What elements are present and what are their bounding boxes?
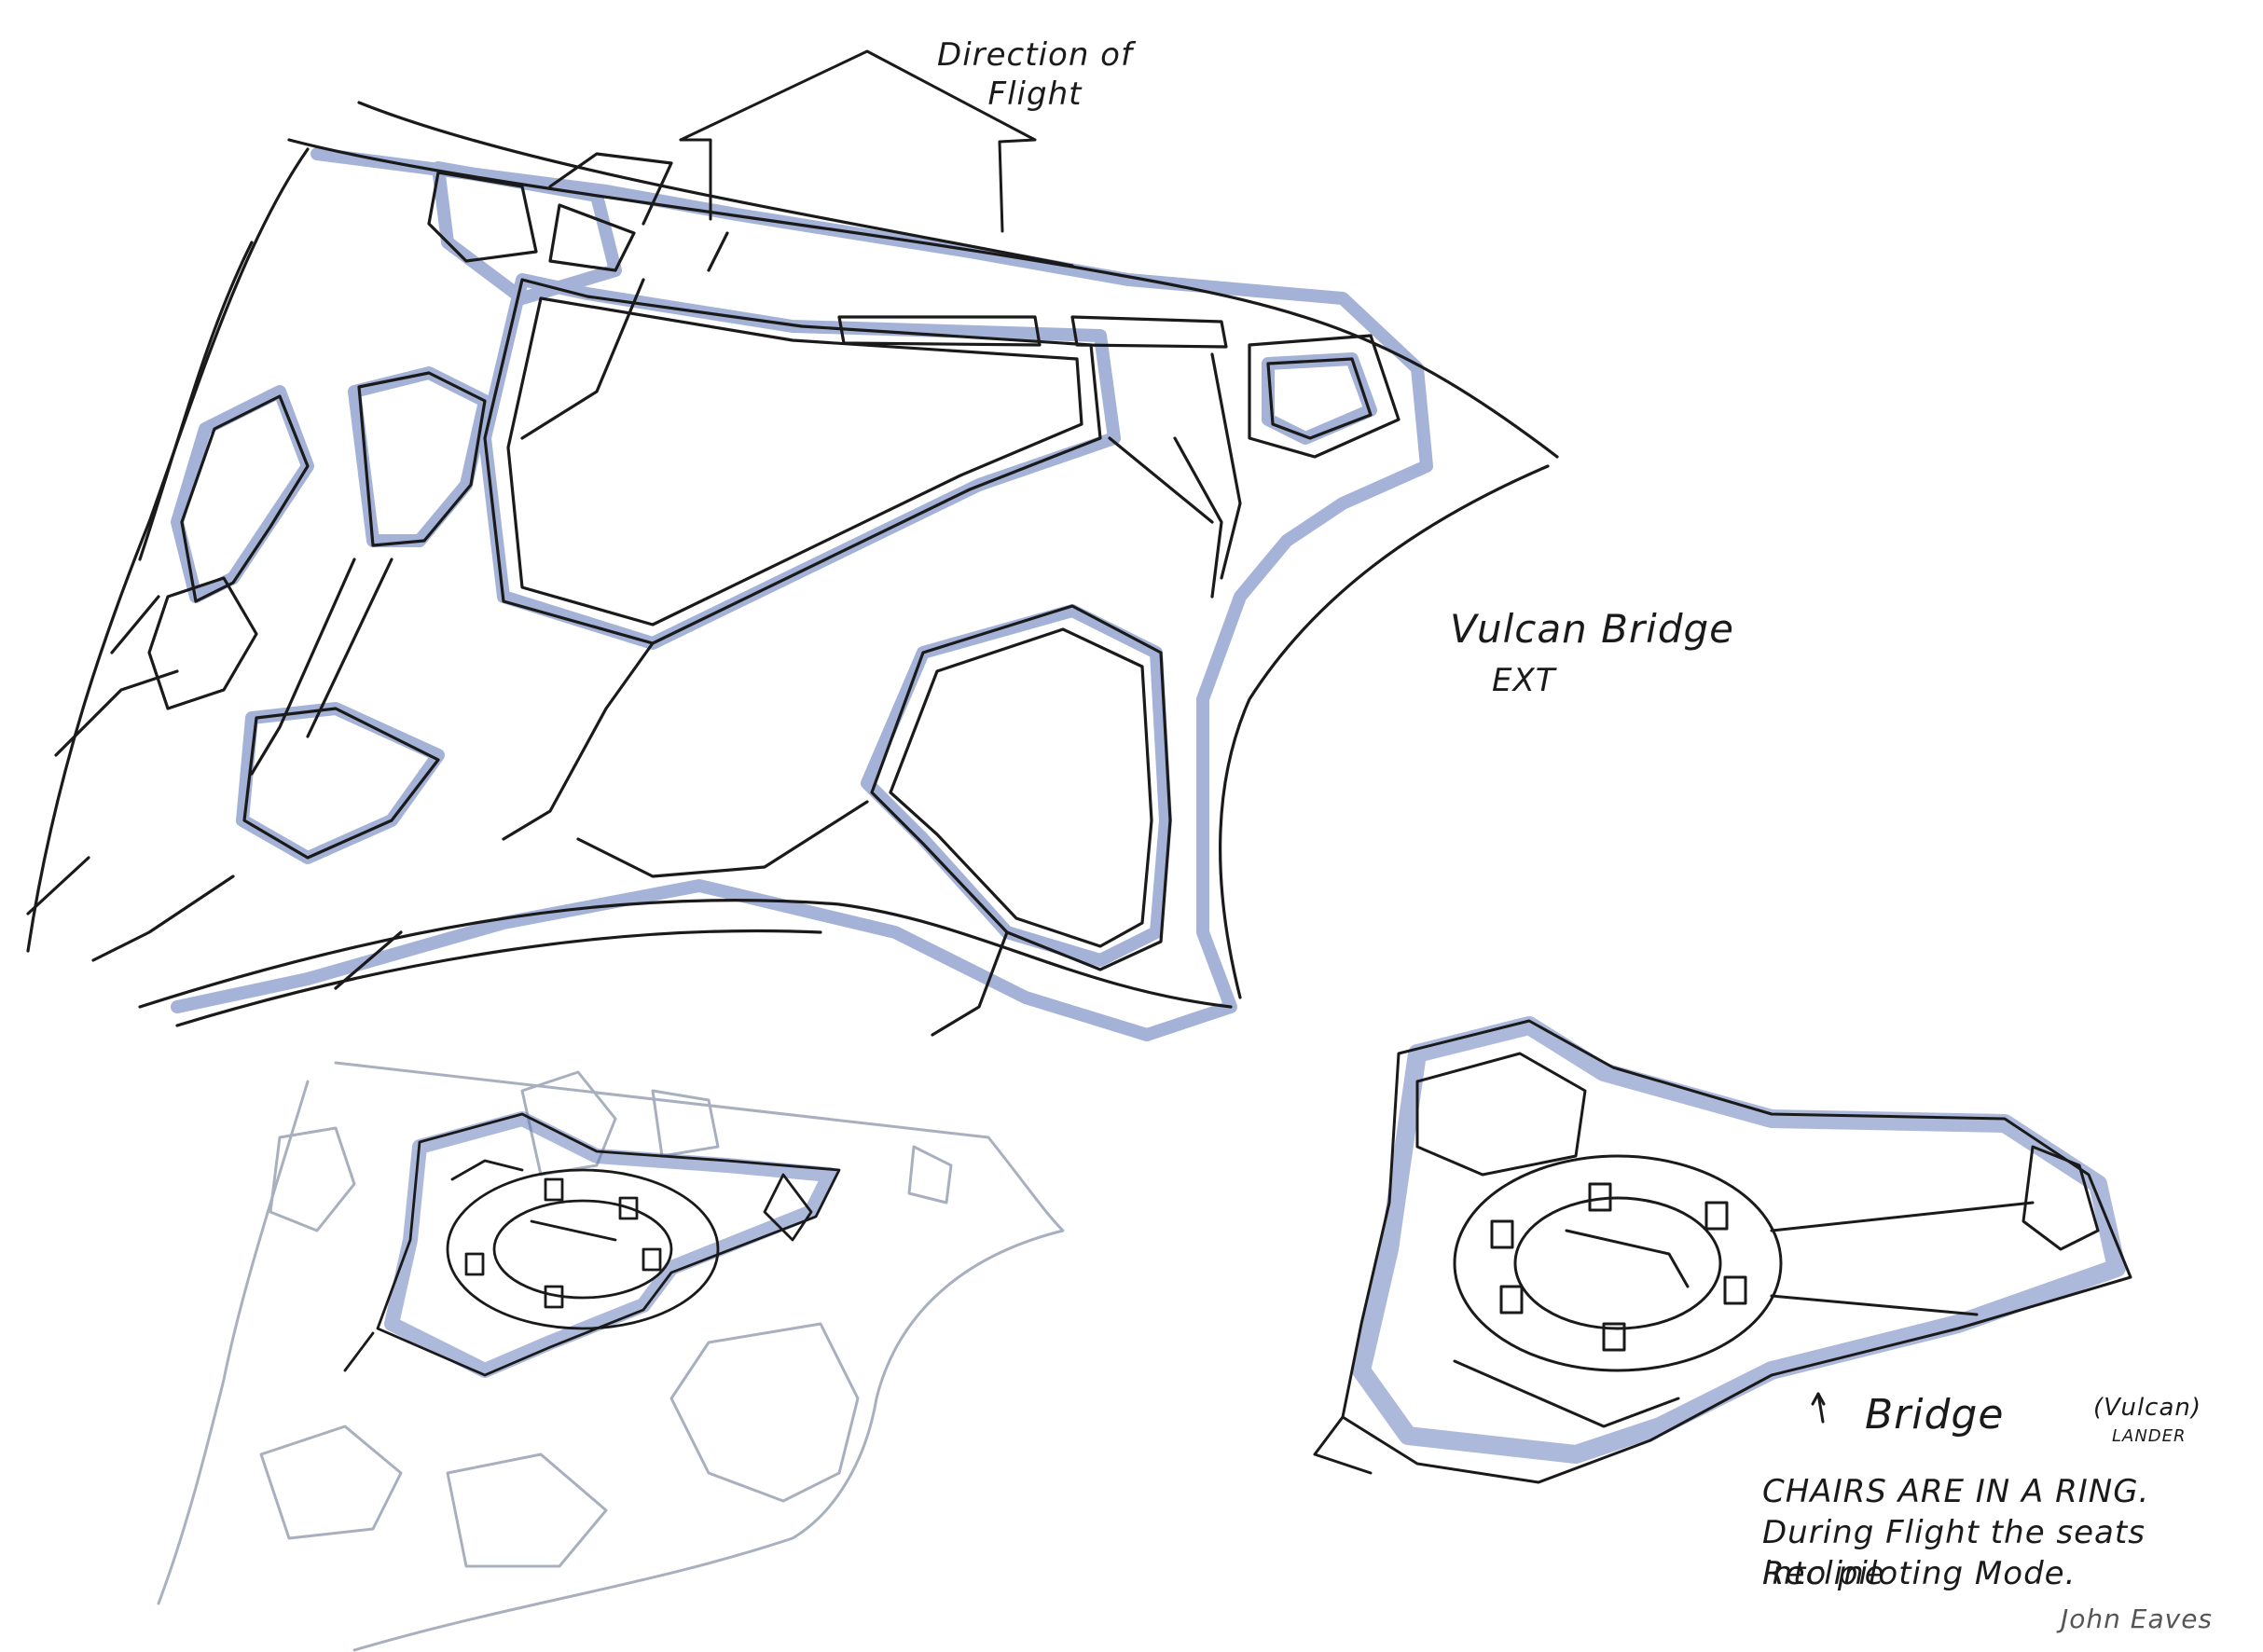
bridge-label: Bridge [1865,1391,2005,1439]
bridge-paren-label: (Vulcan) [2093,1394,2202,1422]
description-line: into piloting Mode. [1762,1555,2077,1592]
sheet-subtitle: EXT [1492,662,1556,699]
exterior-sketch [26,49,1559,1041]
bridge-interior-sketch [1313,1016,2132,1484]
artist-signature: John Eaves [2061,1604,2214,1634]
lander-label: LANDER [2112,1426,2187,1446]
interior-overlay-sketch [157,1061,1065,1652]
direction-of-flight-label: Direction of Flight [937,36,1133,113]
description-line: During Flight the seats Recline [1762,1514,2146,1592]
description-line: CHAIRS ARE IN A RING. [1762,1473,2150,1510]
sheet-title: Vulcan Bridge [1450,606,1734,652]
